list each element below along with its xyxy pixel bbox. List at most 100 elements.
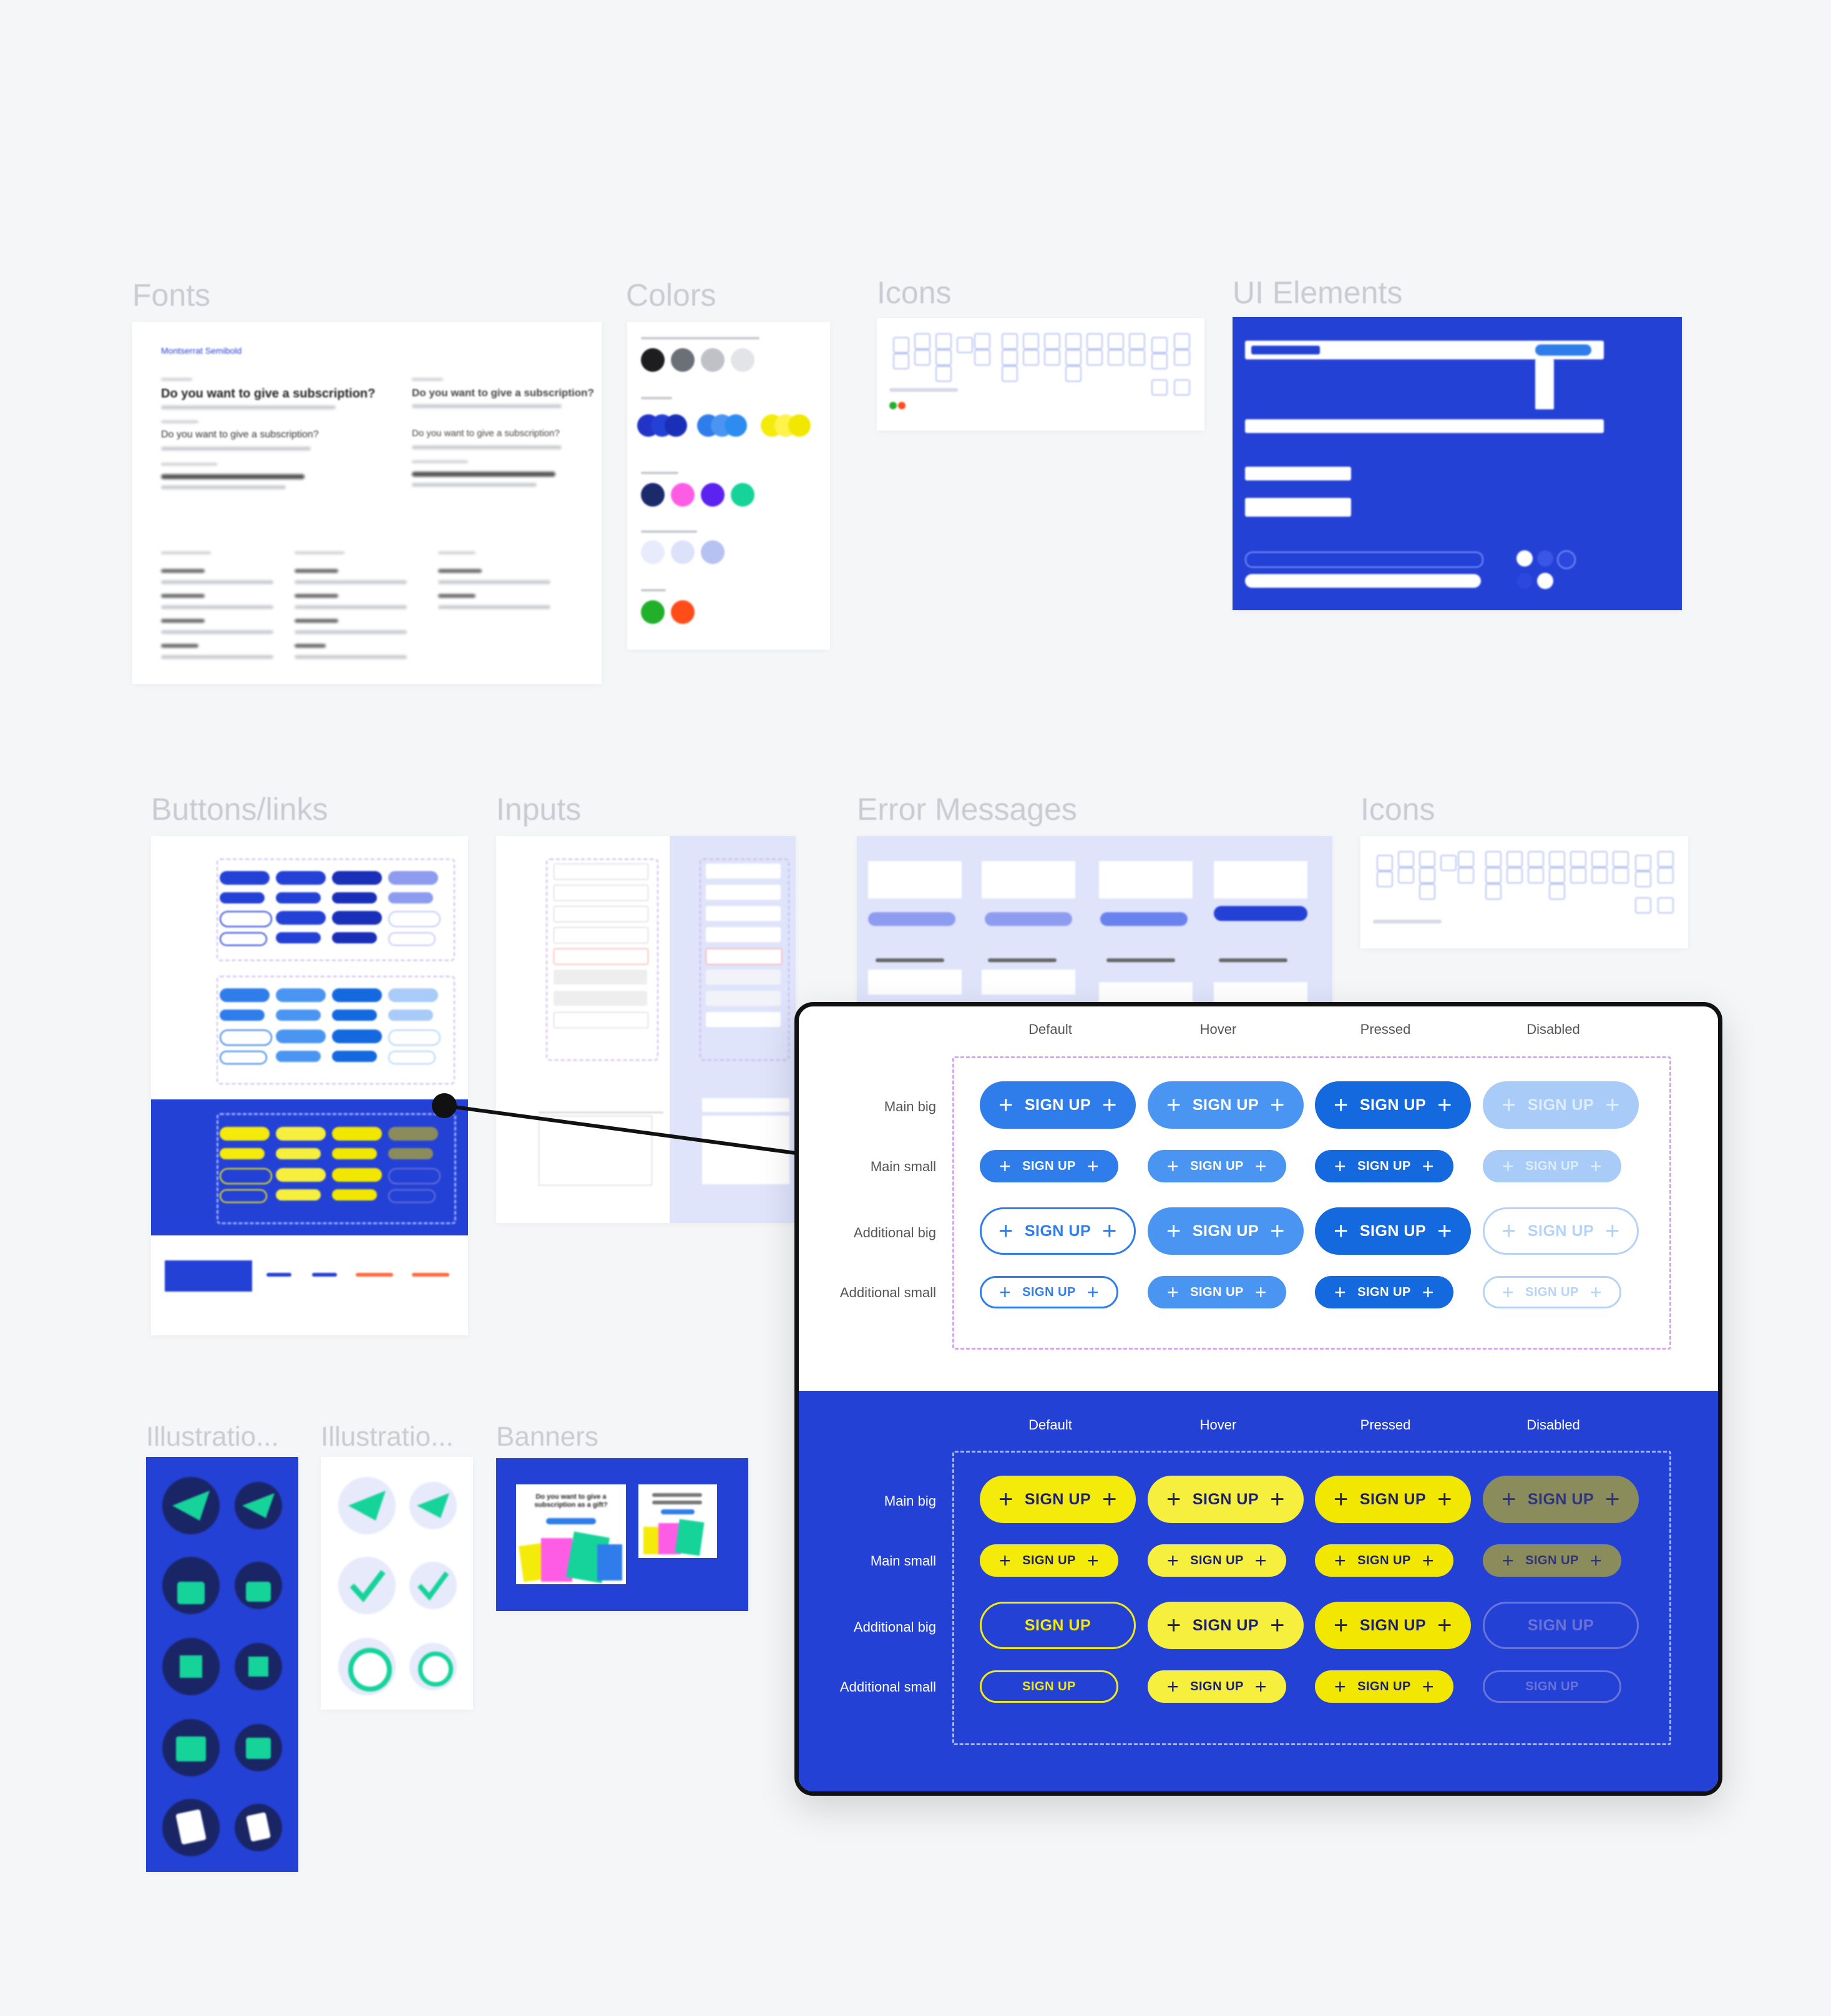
col-header-disabled: Disabled [1526,1021,1580,1037]
signup-button-dark-additional-big-pressed[interactable]: +SIGN UP+ [1315,1602,1471,1649]
section-title-buttons-links: Buttons/links [151,792,328,827]
row-label-additional-small-dark: Additional small [839,1679,936,1695]
plus-icon: + [1270,1612,1285,1639]
row-label-main-small-dark: Main small [870,1553,936,1569]
buttons-links-card[interactable] [151,836,468,1335]
banner-title: Do you want to give a subscription as a … [534,1493,608,1509]
row-label-main-big-dark: Main big [884,1493,936,1509]
signup-button-additional-small-pressed[interactable]: +SIGN UP+ [1315,1276,1453,1308]
font-heading-sample-b: Do you want to give a subscription? [412,387,594,399]
colors-card[interactable] [627,322,830,650]
swatch-gray-light [731,348,754,372]
signup-button-main-big-disabled[interactable]: +SIGN UP+ [1483,1081,1639,1129]
signup-button-main-small-default[interactable]: +SIGN UP+ [980,1150,1118,1182]
signup-button-dark-additional-big-default[interactable]: SIGN UP [980,1602,1136,1649]
button-states-zoom-panel: Default Hover Pressed Disabled Main big … [794,1002,1722,1796]
signup-button-dark-main-small-hover[interactable]: +SIGN UP+ [1148,1544,1286,1577]
error-messages-card[interactable] [857,836,1332,1005]
signup-button-dark-additional-big-disabled[interactable]: SIGN UP [1483,1602,1639,1649]
illustrations-light-card[interactable] [321,1457,473,1710]
plus-icon: + [999,1549,1012,1572]
plus-icon: + [1333,1612,1349,1639]
section-title-fonts: Fonts [132,278,211,313]
plus-icon: + [1501,1486,1516,1513]
signup-button-main-big-hover[interactable]: +SIGN UP+ [1148,1081,1304,1129]
dark-theme-section: Default Hover Pressed Disabled Main big … [799,1391,1718,1791]
plus-icon: + [1254,1675,1267,1698]
signup-button-dark-main-big-hover[interactable]: +SIGN UP+ [1148,1476,1304,1523]
section-title-icons: Icons [877,275,952,310]
col-header-pressed-dark: Pressed [1360,1417,1411,1433]
plus-icon: + [1437,1091,1452,1119]
illustrations-dark-card[interactable] [146,1457,298,1872]
signup-button-dark-additional-small-default[interactable]: SIGN UP [980,1670,1118,1703]
signup-button-main-small-pressed[interactable]: +SIGN UP+ [1315,1150,1453,1182]
banners-card[interactable]: Do you want to give a subscription as a … [496,1458,748,1611]
signup-button-dark-main-small-default[interactable]: +SIGN UP+ [980,1544,1118,1577]
signup-button-dark-main-big-default[interactable]: +SIGN UP+ [980,1476,1136,1523]
plus-icon: + [999,1155,1012,1177]
inputs-card[interactable] [496,836,796,1223]
signup-button-main-big-pressed[interactable]: +SIGN UP+ [1315,1081,1471,1129]
plus-icon: + [1254,1549,1267,1572]
signup-button-additional-small-disabled[interactable]: +SIGN UP+ [1483,1276,1621,1308]
plus-icon: + [1501,1155,1515,1177]
font-heading-sample-c: Do you want to give a subscription? [161,429,319,440]
signup-button-dark-additional-big-hover[interactable]: +SIGN UP+ [1148,1602,1304,1649]
signup-button-dark-main-big-disabled[interactable]: +SIGN UP+ [1483,1476,1639,1523]
plus-icon: + [1166,1217,1181,1245]
signup-button-dark-additional-small-disabled[interactable]: SIGN UP [1483,1670,1621,1703]
plus-icon: + [1333,1486,1349,1513]
plus-icon: + [1437,1217,1452,1245]
signup-button-additional-big-default[interactable]: +SIGN UP+ [980,1207,1136,1255]
section-title-inputs: Inputs [496,792,582,827]
signup-button-dark-main-small-pressed[interactable]: +SIGN UP+ [1315,1544,1453,1577]
signup-button-main-small-disabled[interactable]: +SIGN UP+ [1483,1150,1621,1182]
signup-button-additional-small-hover[interactable]: +SIGN UP+ [1148,1276,1286,1308]
plus-icon: + [1086,1549,1100,1572]
signup-button-additional-big-disabled[interactable]: +SIGN UP+ [1483,1207,1639,1255]
plus-icon: + [1437,1612,1452,1639]
plus-icon: + [1501,1217,1516,1245]
plus-icon: + [1166,1155,1179,1177]
icons-card-top[interactable] [877,318,1204,431]
signup-button-additional-small-default[interactable]: +SIGN UP+ [980,1276,1118,1308]
plus-icon: + [998,1217,1013,1245]
plus-icon: + [1334,1675,1347,1698]
plus-icon: + [1270,1486,1285,1513]
banner-small[interactable] [638,1484,717,1558]
signup-button-dark-additional-small-pressed[interactable]: +SIGN UP+ [1315,1670,1453,1703]
signup-button-dark-additional-small-hover[interactable]: +SIGN UP+ [1148,1670,1286,1703]
plus-icon: + [1422,1155,1435,1177]
buttons-dark-section [151,1099,468,1235]
plus-icon: + [1501,1549,1515,1572]
signup-button-dark-main-big-pressed[interactable]: +SIGN UP+ [1315,1476,1471,1523]
row-label-additional-big-dark: Additional big [853,1619,936,1635]
row-label-additional-small: Additional small [839,1285,936,1300]
swatch-pink [671,483,695,507]
col-header-pressed: Pressed [1360,1021,1411,1037]
ui-elements-card[interactable] [1233,317,1682,610]
icons-card-right[interactable] [1360,836,1688,948]
plus-icon: + [1422,1549,1435,1572]
plus-icon: + [1166,1091,1181,1119]
plus-icon: + [1605,1091,1620,1119]
fonts-card[interactable]: Montserrat Semibold Do you want to give … [132,322,602,684]
plus-icon: + [1437,1486,1452,1513]
swatch-mint [731,483,754,507]
col-header-default-dark: Default [1028,1417,1072,1433]
signup-button-additional-big-pressed[interactable]: +SIGN UP+ [1315,1207,1471,1255]
signup-button-dark-main-small-disabled[interactable]: +SIGN UP+ [1483,1544,1621,1577]
col-header-default: Default [1028,1021,1072,1037]
signup-button-main-small-hover[interactable]: +SIGN UP+ [1148,1150,1286,1182]
swatch-red [671,600,695,624]
banner-large[interactable]: Do you want to give a subscription as a … [516,1484,626,1584]
signup-button-main-big-default[interactable]: +SIGN UP+ [980,1081,1136,1129]
signup-button-additional-big-hover[interactable]: +SIGN UP+ [1148,1207,1304,1255]
section-title-illustrations-2: Illustratio... [321,1421,454,1452]
plus-icon: + [1166,1675,1179,1698]
plus-icon: + [1166,1281,1179,1303]
plus-icon: + [1166,1612,1181,1639]
plus-icon: + [1166,1549,1179,1572]
plus-icon: + [1333,1091,1349,1119]
